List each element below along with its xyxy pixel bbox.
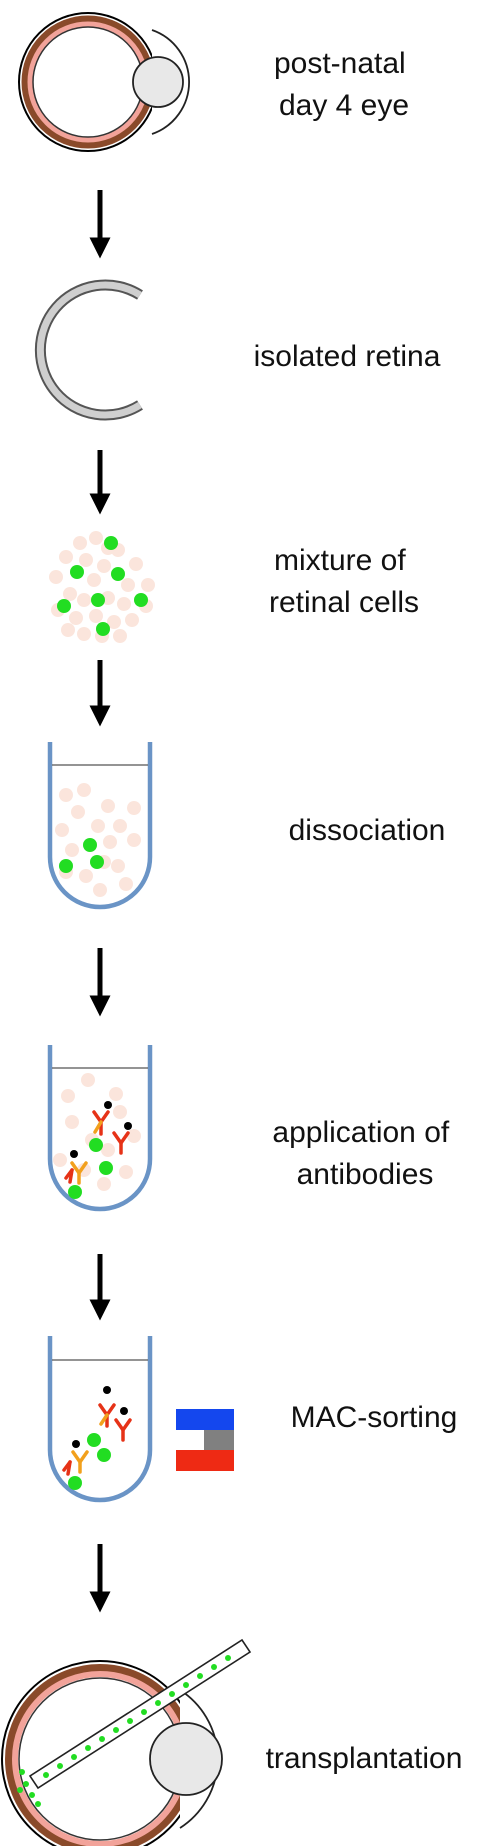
label-postnatal-eye-line1: post-natal [274, 47, 406, 80]
label-postnatal-eye: post-natal day 4 eye [274, 47, 414, 122]
postnatal-eye-illustration [18, 12, 190, 152]
label-mac-sorting: MAC-sorting [291, 1401, 458, 1434]
label-cell-mixture-line2: retinal cells [269, 586, 419, 619]
antibody-application-tube-illustration [47, 1045, 153, 1212]
mac-sorting-tube-illustration [47, 1336, 153, 1503]
label-transplantation: transplantation [266, 1742, 463, 1775]
retinal-cell-mixture-illustration [49, 531, 155, 643]
label-cell-mixture: mixture of retinal cells [269, 544, 419, 619]
label-postnatal-eye-line2: day 4 eye [279, 89, 409, 122]
isolated-retina-illustration [34, 279, 143, 421]
transplantation-eye-illustration [1, 1638, 252, 1846]
label-antibody-application: application of antibodies [272, 1116, 457, 1191]
dissociation-tube-illustration [47, 742, 153, 910]
label-dissociation: dissociation [289, 814, 446, 847]
label-antibody-application-line1: application of [272, 1116, 449, 1149]
label-antibody-application-line2: antibodies [297, 1158, 434, 1191]
magnet-icon [176, 1409, 234, 1471]
label-cell-mixture-line1: mixture of [274, 544, 406, 577]
label-isolated-retina: isolated retina [254, 340, 441, 373]
